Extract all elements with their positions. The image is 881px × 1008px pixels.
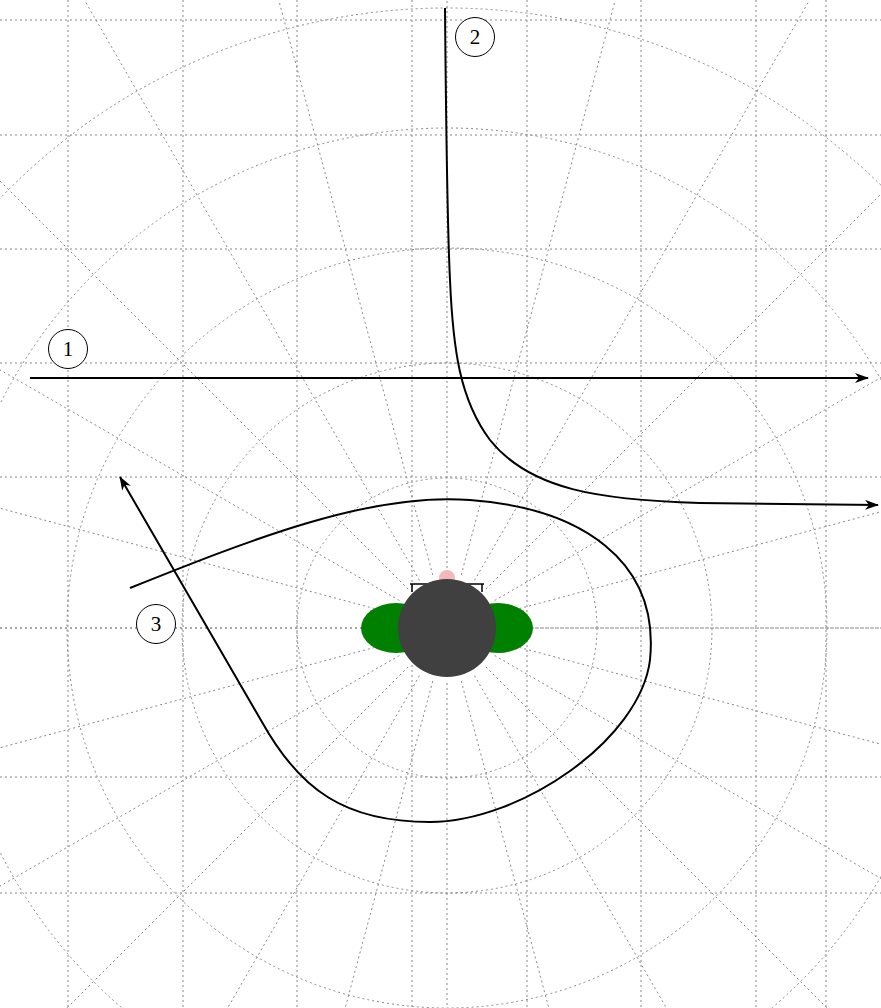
callout-number: 3 xyxy=(151,614,162,635)
callout-circle: 2 xyxy=(455,17,495,57)
black-hole xyxy=(361,570,533,677)
callout-circle: 3 xyxy=(136,604,176,644)
callout-circle: 1 xyxy=(48,329,88,369)
callout-number: 1 xyxy=(63,339,74,360)
callout-number: 2 xyxy=(470,27,481,48)
trajectories xyxy=(30,8,878,822)
